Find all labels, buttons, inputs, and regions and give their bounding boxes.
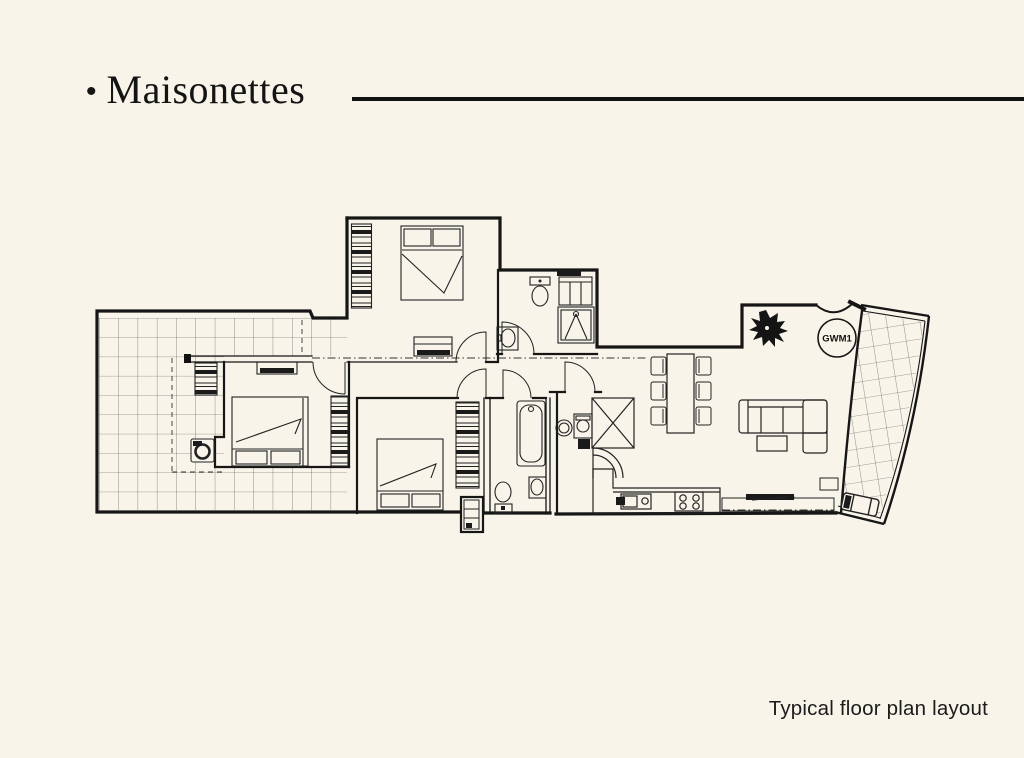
dining-chair bbox=[650, 381, 667, 401]
entrance-marker bbox=[184, 354, 191, 363]
bedroom3-door-arc bbox=[456, 368, 487, 399]
dining-set bbox=[650, 353, 712, 434]
dining-chair bbox=[650, 356, 667, 376]
master-bedroom-furniture bbox=[231, 361, 309, 467]
bedroom3-furniture bbox=[376, 438, 444, 511]
dining-chair bbox=[695, 381, 712, 401]
toilet-icon bbox=[529, 276, 551, 286]
dining-chair bbox=[650, 406, 667, 426]
toilet-icon bbox=[494, 481, 512, 503]
dining-chairs bbox=[650, 356, 712, 426]
gwm1-marker: GWM1 bbox=[817, 318, 857, 358]
bed-icon bbox=[231, 396, 309, 467]
coffee-table bbox=[756, 435, 788, 452]
wardrobes bbox=[330, 223, 480, 489]
terrace-equipment bbox=[184, 354, 218, 463]
bathroom1-fixtures bbox=[496, 270, 595, 351]
pantry-cabinet bbox=[591, 397, 635, 449]
living-room-door-arc bbox=[564, 361, 596, 393]
washbasin-icon bbox=[528, 476, 547, 499]
bedroom1-furniture bbox=[400, 225, 464, 357]
stove-icon bbox=[674, 491, 704, 512]
washing-machine-icon bbox=[190, 438, 215, 463]
gwm1-label: GWM1 bbox=[822, 334, 852, 345]
tree-icon bbox=[749, 310, 788, 347]
kitchen bbox=[578, 397, 721, 514]
bed-icon bbox=[400, 225, 464, 301]
kitchen-counter bbox=[592, 468, 721, 514]
living-room-furniture bbox=[721, 399, 839, 512]
balcony-ac-unit bbox=[840, 492, 880, 517]
wardrobe-icon bbox=[350, 223, 373, 309]
dining-chair bbox=[695, 356, 712, 376]
wardrobe-icon bbox=[330, 395, 349, 467]
sideboard bbox=[819, 477, 839, 491]
duct-shaft bbox=[463, 499, 480, 530]
plan-caption: Typical floor plan layout bbox=[768, 697, 988, 720]
bathtub-icon bbox=[516, 400, 546, 467]
door-arcs bbox=[312, 321, 596, 399]
bed-icon bbox=[376, 438, 444, 511]
dresser-icon bbox=[413, 336, 453, 357]
shower-icon bbox=[557, 306, 595, 344]
bathroom1-door-arc bbox=[501, 321, 535, 355]
dining-table bbox=[666, 353, 695, 434]
cabinet-icon bbox=[558, 276, 593, 306]
master-bedroom-door-arc bbox=[312, 361, 346, 395]
title-rule bbox=[352, 97, 1024, 101]
title-bullet-icon: • bbox=[86, 75, 97, 108]
bathroom2-fixtures bbox=[494, 400, 547, 514]
ac-unit-icon bbox=[194, 362, 218, 396]
page-title-row: • Maisonettes bbox=[86, 70, 305, 110]
page-title: Maisonettes bbox=[106, 67, 306, 112]
dresser-icon bbox=[256, 361, 298, 375]
dashed-lines bbox=[171, 320, 834, 511]
bathroom2-door-arc bbox=[502, 369, 532, 399]
bedroom1-door-arc bbox=[455, 331, 487, 363]
water-heater-icon bbox=[555, 419, 573, 437]
balcony-tiles bbox=[840, 312, 924, 517]
wardrobe-icon bbox=[455, 401, 480, 489]
dining-chair bbox=[695, 406, 712, 426]
